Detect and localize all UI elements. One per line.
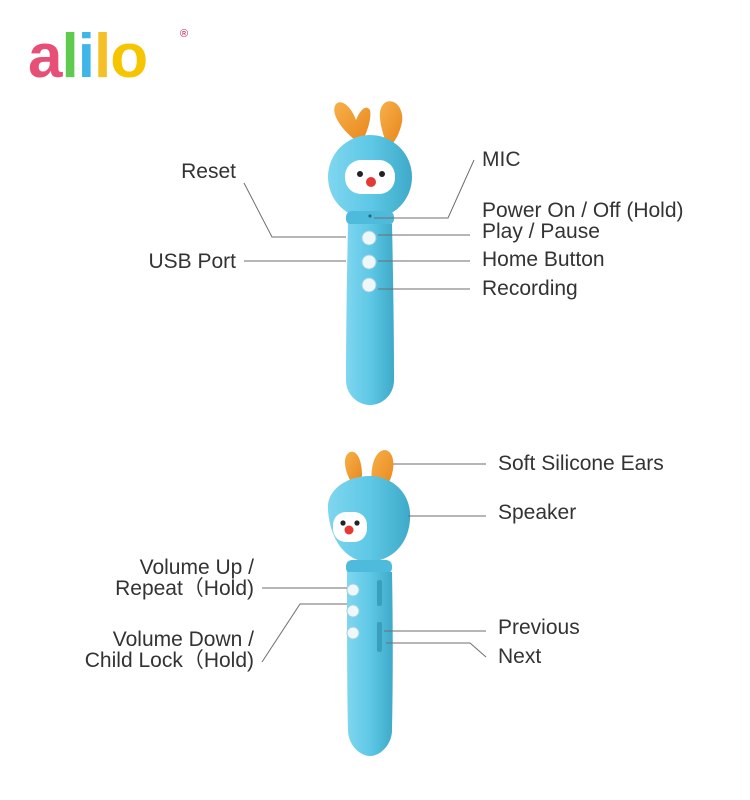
- top-pen-record-button: [361, 277, 377, 293]
- top-pen-collar: [346, 211, 394, 225]
- leader-volume-down: [261, 603, 347, 663]
- bottom-pen-eye-left: [340, 520, 346, 526]
- logo-letter-i: i: [77, 22, 95, 91]
- leader-next: [386, 642, 487, 658]
- bottom-pen-volume-down-button: [346, 604, 360, 618]
- registered-mark: ®: [180, 28, 189, 40]
- bottom-pen-body: [347, 572, 393, 756]
- top-pen-body: [346, 224, 394, 405]
- label-volume-down-line1: Volume Down /: [112, 628, 254, 651]
- alilo-logo: alilo: [28, 22, 148, 92]
- label-home-button: Home Button: [482, 248, 605, 271]
- label-mic: MIC: [482, 148, 521, 171]
- logo-letter-l1: l: [61, 22, 78, 91]
- label-play-pause: Play / Pause: [482, 220, 600, 243]
- label-reset: Reset: [181, 160, 236, 183]
- top-pen-eye-right: [379, 171, 385, 177]
- top-pen-face: [345, 160, 395, 194]
- label-power: Power On / Off (Hold): [482, 199, 684, 222]
- logo-letter-o: o: [110, 22, 148, 91]
- top-pen-home-button: [361, 254, 377, 270]
- bottom-pen-nose: [344, 525, 354, 535]
- top-pen-mic-hole: [368, 214, 372, 218]
- top-pen-left-ear: [334, 102, 371, 142]
- bottom-pen-third-button: [346, 626, 360, 640]
- label-speaker: Speaker: [498, 501, 577, 524]
- bottom-pen-left-ear: [344, 451, 362, 484]
- bottom-pen-side-key-upper: [377, 580, 382, 606]
- bottom-pen-side-key-lower: [377, 622, 382, 652]
- bottom-pen-eye-right: [354, 520, 360, 526]
- label-volume-down-line2: Child Lock（Hold): [84, 649, 254, 672]
- bottom-pen: [327, 450, 411, 756]
- top-pen-leader-lines: [243, 159, 475, 290]
- label-volume-up-line1: Volume Up /: [139, 556, 254, 579]
- top-pen: [328, 101, 412, 405]
- bottom-pen-collar: [346, 560, 392, 574]
- label-volume-up-line2: Repeat（Hold): [115, 577, 254, 600]
- logo-letter-a: a: [28, 22, 62, 91]
- logo-letter-l2: l: [93, 22, 111, 91]
- label-soft-silicone-ears: Soft Silicone Ears: [498, 452, 664, 475]
- top-pen-eye-left: [357, 171, 363, 177]
- leader-mic: [374, 159, 475, 219]
- top-pen-nose: [366, 177, 376, 187]
- bottom-pen-volume-up-button: [346, 583, 360, 597]
- label-usb-port: USB Port: [148, 250, 236, 273]
- label-previous: Previous: [498, 616, 580, 639]
- top-pen-play-button: [361, 230, 377, 246]
- leader-reset: [243, 182, 346, 238]
- bottom-pen-leader-lines: [261, 463, 487, 663]
- label-next: Next: [498, 645, 542, 668]
- top-pen-right-ear: [379, 101, 403, 144]
- label-recording: Recording: [482, 277, 578, 300]
